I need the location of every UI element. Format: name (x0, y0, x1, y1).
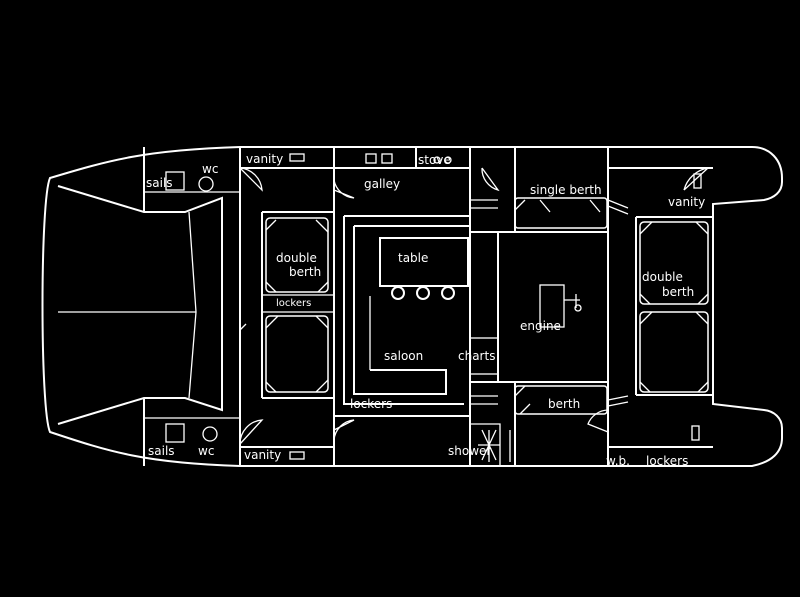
galley-area (289, 153, 452, 460)
label-wc-stbd: wc (198, 444, 214, 458)
left-cabin (239, 167, 355, 445)
label-stove: stove (418, 153, 451, 167)
shower-area (470, 423, 511, 466)
label-wb: w.b. (606, 454, 630, 468)
engine-room (481, 167, 629, 433)
sails-locker-port (165, 171, 185, 191)
engine-block (539, 284, 565, 328)
double-berth-right-lower (639, 311, 709, 393)
label-galley: galley (364, 177, 400, 191)
double-berth-right-upper (639, 221, 709, 305)
label-engine: engine (520, 319, 561, 333)
label-berth: berth (548, 397, 580, 411)
saloon-area (343, 199, 499, 405)
label-sails-port: sails (146, 176, 173, 190)
single-berth (514, 197, 608, 229)
label-table: table (398, 251, 428, 265)
label-vanity-aft-left: vanity (244, 448, 281, 462)
label-double-berth-left-1: double (276, 251, 317, 265)
right-cabin (639, 166, 711, 441)
labels: sails wc sails wc vanity vanity stove ga… (146, 152, 705, 468)
berth-aft (514, 385, 608, 415)
label-double-berth-left-2: berth (289, 265, 321, 279)
label-saloon: saloon (384, 349, 423, 363)
label-lockers-small: lockers (276, 298, 311, 309)
saloon-table (379, 237, 469, 287)
label-double-berth-right-2: berth (662, 285, 694, 299)
label-sails-stbd: sails (148, 444, 175, 458)
label-wc-port: wc (202, 162, 218, 176)
heads (144, 171, 240, 443)
sails-locker-stbd (165, 423, 185, 443)
label-lockers-saloon: lockers (350, 397, 392, 411)
label-single-berth: single berth (530, 183, 602, 197)
label-vanity-fwd-left: vanity (246, 152, 283, 166)
double-berth-left-upper (265, 217, 329, 293)
wc-stbd (202, 426, 218, 442)
label-lockers-right: lockers (646, 454, 688, 468)
label-double-berth-right-1: double (642, 270, 683, 284)
label-charts: charts (458, 349, 495, 363)
label-shower: shower (448, 444, 491, 458)
label-vanity-right: vanity (668, 195, 705, 209)
hull-outline (41, 146, 783, 467)
wc-port (198, 176, 214, 192)
double-berth-left-lower (265, 315, 329, 393)
